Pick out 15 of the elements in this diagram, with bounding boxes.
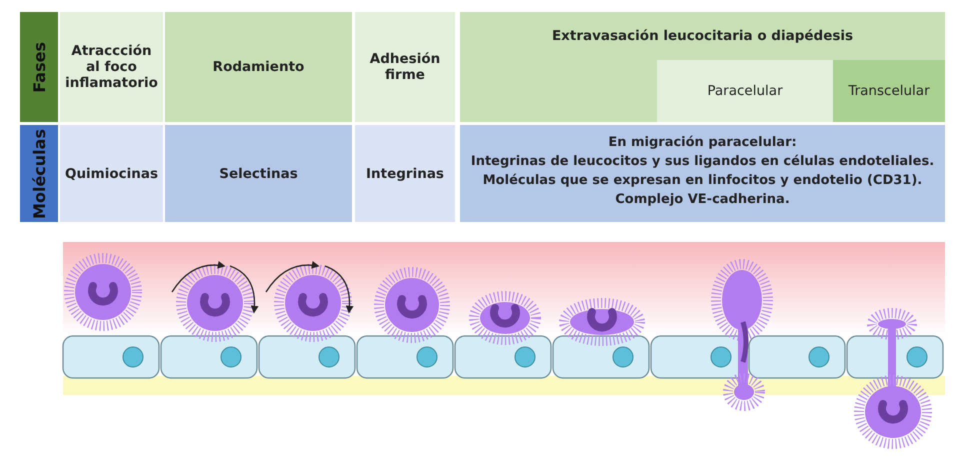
table-cell: Atraccción al foco inflamatorio	[60, 12, 163, 122]
table-cell: Selectinas	[165, 125, 352, 222]
row-heading-text: Moléculas	[30, 128, 48, 218]
text-line: Moléculas que se expresan en linfocitos y endotelio (CD31).	[482, 173, 924, 188]
table-cell: Rodamiento	[165, 12, 352, 122]
table-cell: Adhesión firme	[355, 12, 455, 122]
table-cell: Integrinas	[355, 125, 455, 222]
text-line: En migración paracelular:	[607, 135, 798, 150]
row-heading-text: Fases	[30, 42, 48, 92]
text-line: Integrinas de leucocitos y sus ligandos en células endoteliales.	[470, 154, 936, 169]
table-cell: Paracelular	[657, 60, 833, 122]
table-cell: Quimiocinas	[60, 125, 163, 222]
table-cell: Extravasación leucocitaria o diapédesis	[460, 12, 945, 60]
table-cell: Transcelular	[833, 60, 945, 122]
text-line: Complejo VE-cadherina.	[614, 192, 791, 207]
